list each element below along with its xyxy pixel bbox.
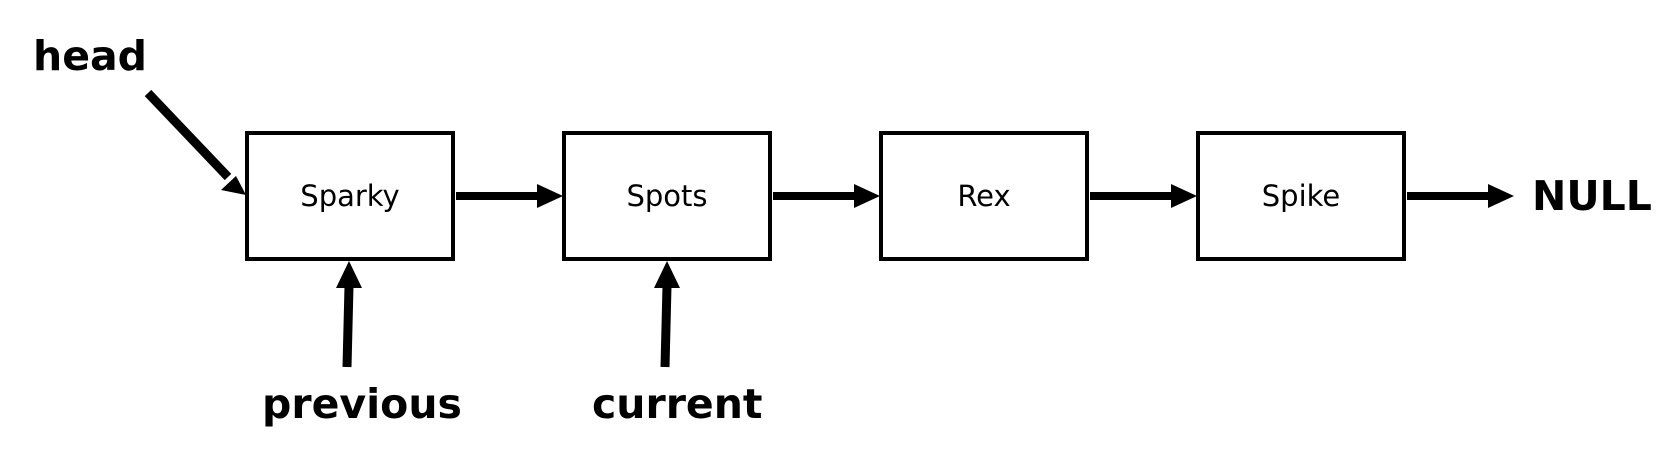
head-arrowhead (221, 176, 246, 195)
node-spike: Spike (1196, 131, 1406, 261)
node-sparky-label: Sparky (300, 179, 400, 213)
previous-label: previous (262, 380, 462, 428)
node-spike-label: Spike (1261, 179, 1341, 213)
current-label: current (592, 380, 763, 428)
node-spots-label: Spots (626, 179, 708, 213)
link-arrowhead-3 (1171, 184, 1197, 208)
head-arrow-shaft (144, 89, 232, 181)
head-label: head (33, 32, 148, 80)
link-arrowhead-1 (537, 184, 563, 208)
current-arrow-shaft (660, 285, 672, 368)
previous-arrow-shaft (342, 285, 354, 368)
node-sparky: Sparky (245, 131, 455, 261)
null-arrowhead (1488, 184, 1514, 208)
link-arrowhead-2 (854, 184, 880, 208)
node-rex: Rex (879, 131, 1089, 261)
node-spots: Spots (562, 131, 772, 261)
null-label: NULL (1532, 172, 1652, 220)
previous-arrowhead (336, 261, 362, 288)
current-arrowhead (654, 261, 680, 288)
node-rex-label: Rex (957, 179, 1011, 213)
